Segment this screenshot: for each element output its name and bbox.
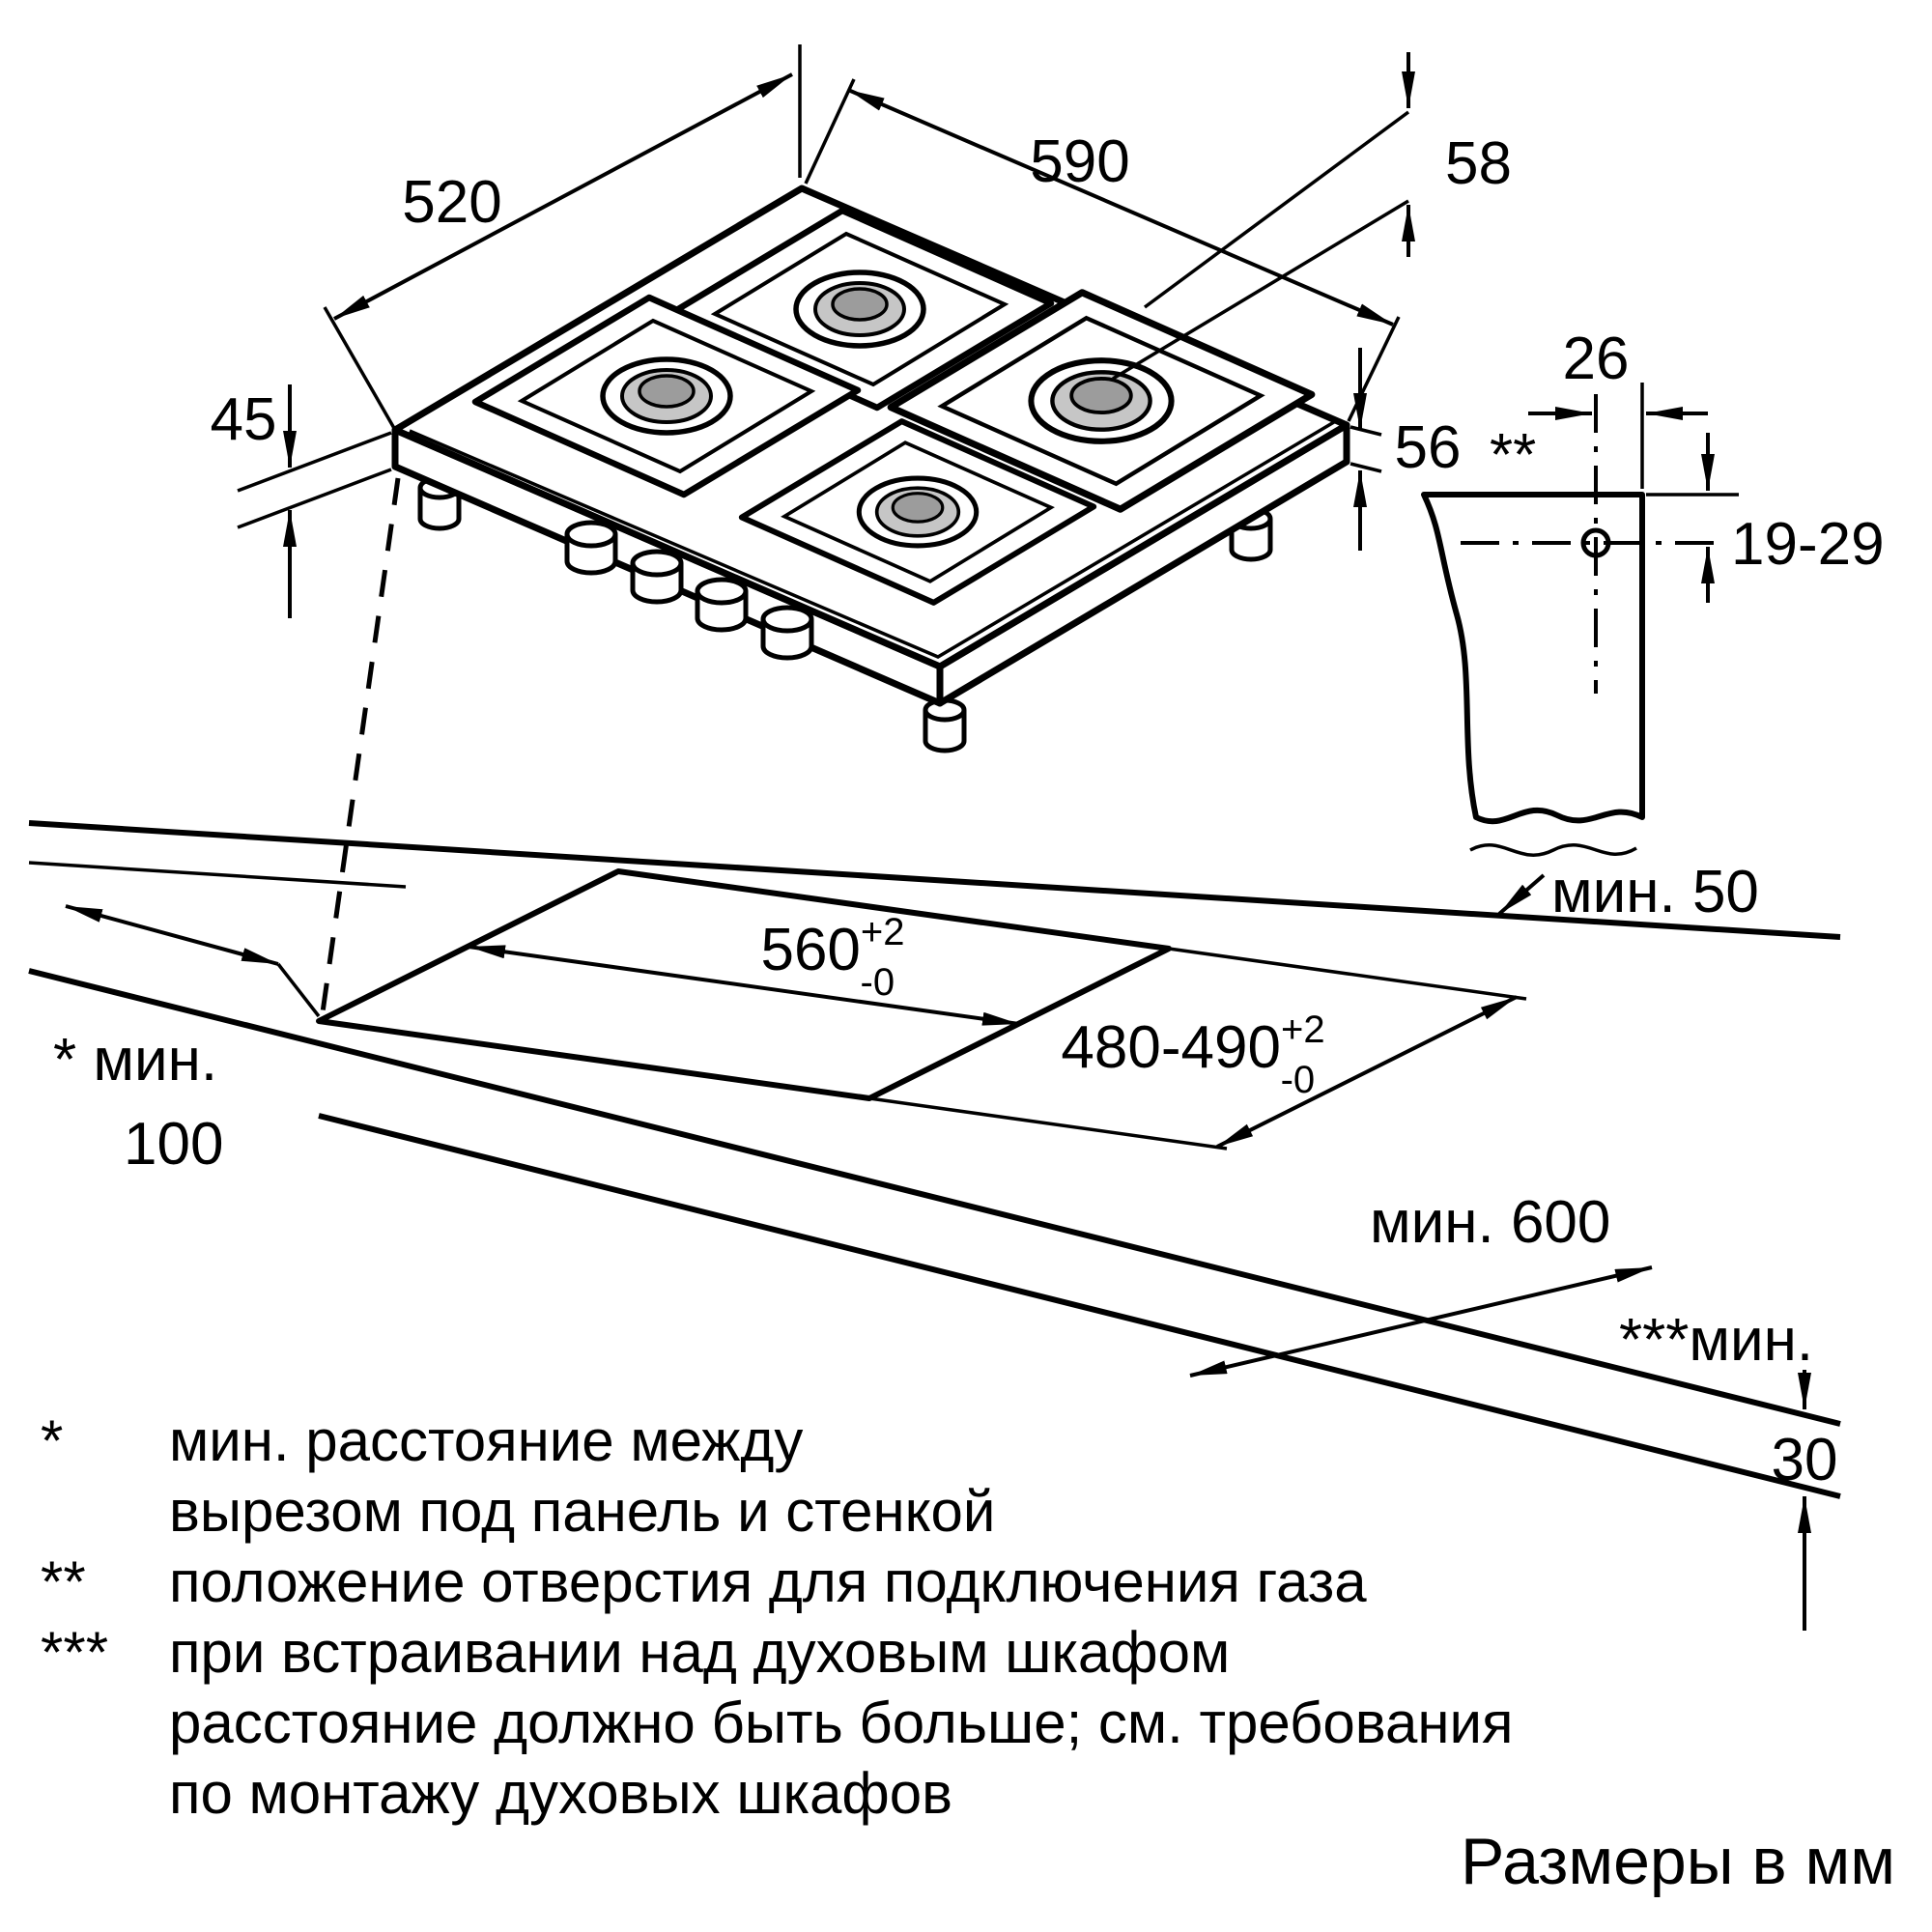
dim-min50: мин. 50 [1497,859,1759,925]
dim-58-label: 58 [1445,130,1512,197]
counter-bottom-edge [318,1113,1841,1499]
knob-3 [697,580,746,630]
units-note: Размеры в мм [1461,1825,1895,1898]
knob-2 [633,552,681,602]
dim-19-29: 19-29 [1646,433,1885,603]
dim-min30-label-2: 30 [1772,1427,1838,1493]
dim-min100-label-2: 100 [124,1111,223,1178]
footnote-1-marker: * [41,1408,63,1473]
dim-min50-label: мин. 50 [1551,859,1759,925]
dim-560-label: 560+2-0 [760,911,904,1004]
gas-connection-detail [1421,394,1725,857]
dim-min600-label: мин. 600 [1370,1189,1610,1256]
dim-520: 520 [323,44,802,431]
footnote-2-marker: ** [41,1549,86,1614]
break-line [1469,843,1637,857]
counter-wall-line [28,861,407,889]
footnote-3-line-1: при встраивании над духовым шкафом [169,1620,1230,1685]
dim-min600: мин. 600 [1189,1189,1653,1378]
glass-edge-line [409,417,1340,659]
dim-19-29-label: 19-29 [1731,511,1885,578]
hob-foot-front [925,700,964,751]
dim-520-label: 520 [402,169,501,236]
dim-45: 45 [211,384,392,618]
dim-26-label: 26 [1563,326,1630,392]
alignment-dashed-line [320,477,401,1013]
footnote-3-line-3: по монтажу духовых шкафов [169,1761,952,1826]
dim-590-label: 590 [1030,128,1129,195]
dim-cutout-depth: 480-490+2-0 [868,947,1527,1151]
dim-56-label: 56 [1395,414,1462,481]
footnote-2-line-1: положение отверстия для подключения газа [169,1549,1367,1614]
side-panel-section [1421,492,1645,825]
dim-45-label: 45 [211,386,277,453]
dim-480-490-label: 480-490+2-0 [1061,1009,1324,1101]
dimensions: 520 590 58 45 56 ** [53,44,1885,1631]
footnote-3-marker: *** [41,1620,108,1685]
counter-back-edge [28,820,1841,940]
hob-drawing [391,185,1350,751]
dim-590: 590 [804,78,1401,422]
knob-4 [763,608,811,658]
footnote-3-line-2: расстояние должно быть больше; см. требо… [169,1690,1513,1755]
dim-min100: * мин. 100 [53,904,321,1178]
gas-position-mark: ** [1490,422,1536,489]
footnote-1-line-1: мин. расстояние между [169,1408,803,1473]
dim-min100-label-1: * мин. [53,1027,217,1094]
footnotes: * мин. расстояние между вырезом под пане… [41,1408,1895,1898]
dim-min30-label-1: ***мин. [1619,1307,1813,1374]
dim-26: 26 [1528,326,1708,489]
footnote-1-line-2: вырезом под панель и стенкой [169,1479,995,1544]
knob-1 [567,523,615,573]
dim-cutout-width: 560+2-0 [468,911,1020,1026]
dim-58: 58 [1112,52,1512,381]
dim-min30: ***мин. 30 [1619,1307,1837,1631]
dim-56: 56 ** [1350,348,1536,551]
